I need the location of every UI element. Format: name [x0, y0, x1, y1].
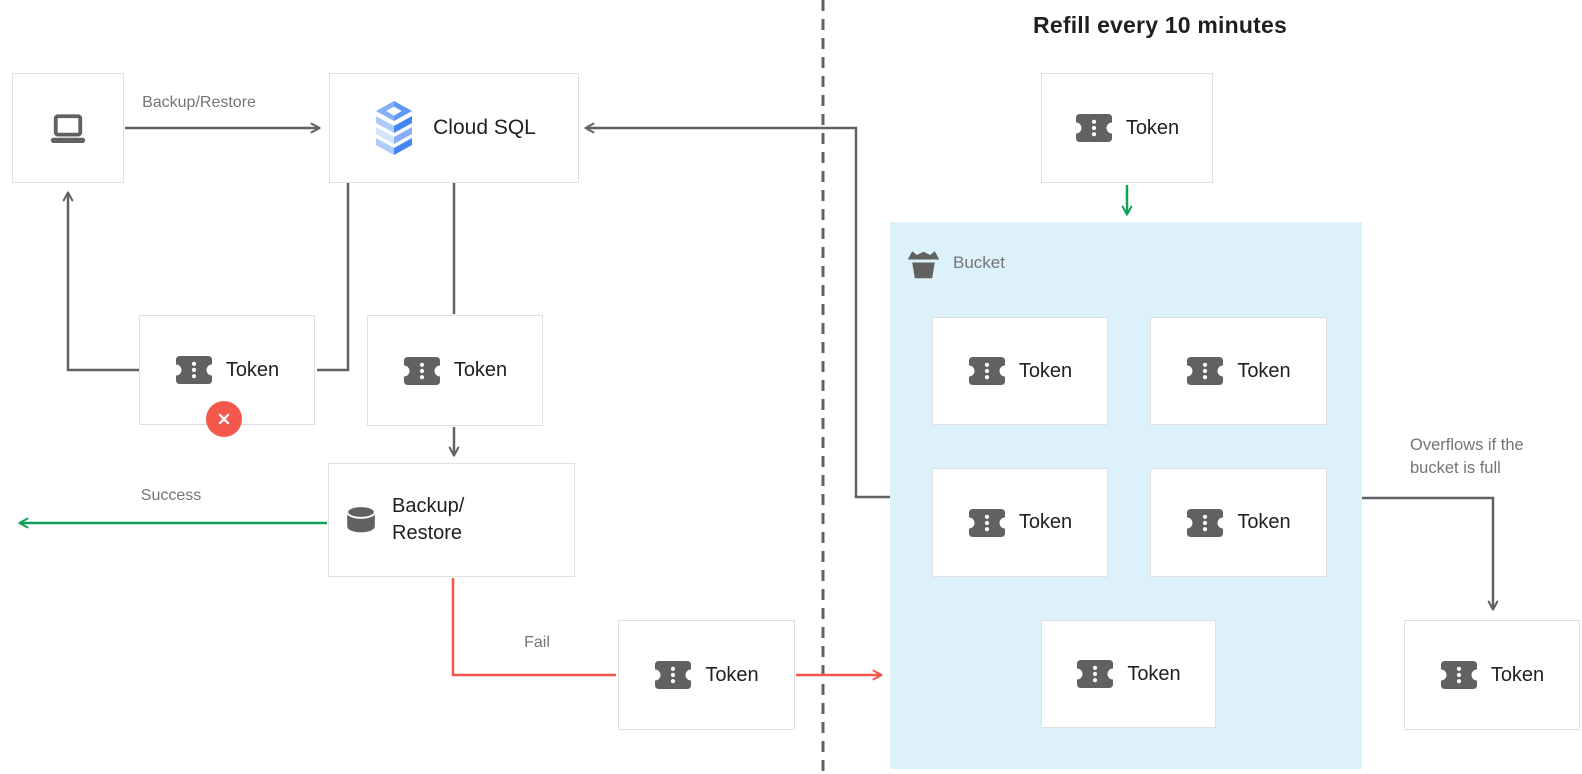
bucket-label: Bucket — [905, 246, 1005, 279]
token-node-bucket-5: Token — [1041, 620, 1216, 728]
token-node-bucket-2: Token — [1150, 317, 1327, 425]
token-ticket-icon — [655, 661, 692, 689]
backup-restore-node: Backup/ Restore — [328, 463, 575, 577]
database-icon — [346, 505, 376, 533]
token-node-queue: Token — [367, 315, 543, 426]
token-label: Token — [1237, 359, 1291, 382]
token-ticket-icon — [403, 356, 440, 385]
token-label: Token — [453, 359, 508, 381]
token-label: Token — [705, 663, 759, 686]
token-label: Token — [1490, 663, 1545, 686]
token-label: Token — [1018, 511, 1073, 533]
cloud-sql-label: Cloud SQL — [433, 116, 536, 139]
backup-restore-label-line1: Backup/ — [392, 495, 465, 517]
token-ticket-icon — [1075, 114, 1112, 142]
token-label: Token — [1127, 662, 1181, 685]
overflow-label: Overflows if the bucket is full — [1410, 434, 1570, 480]
success-label: Success — [140, 487, 202, 504]
overflow-label-line2: bucket is full — [1410, 459, 1501, 477]
backup-restore-label: Backup/ Restore — [392, 493, 464, 547]
arrow-return-token-to-client — [62, 191, 140, 372]
bucket-icon — [907, 251, 940, 279]
arrow-bucket-overflow — [1362, 496, 1499, 611]
token-node-refill: Token — [1041, 73, 1213, 183]
cloud-sql-logo — [376, 101, 413, 155]
token-ticket-icon — [1187, 508, 1224, 537]
token-node-bucket-4: Token — [1150, 468, 1327, 577]
cloud-sql-node: Cloud SQL — [329, 73, 579, 183]
arrow-bucket-to-cloudsql — [584, 122, 890, 499]
line-cloudsql-to-return-token — [317, 183, 350, 372]
fail-label: Fail — [524, 634, 550, 651]
token-ticket-icon — [1440, 661, 1477, 689]
token-ticket-icon — [175, 356, 212, 384]
x-circle-icon — [206, 401, 242, 437]
refill-title: Refill every 10 minutes — [1033, 12, 1287, 38]
token-label: Token — [225, 358, 280, 381]
token-node-bucket-3: Token — [932, 468, 1108, 577]
token-label: Token — [1018, 359, 1073, 382]
token-label: Token — [1237, 511, 1291, 533]
laptop-icon — [50, 113, 86, 143]
line-backup-fail-to-token — [451, 578, 616, 677]
overflow-label-line1: Overflows if the — [1410, 436, 1524, 454]
token-node-overflow: Token — [1404, 620, 1580, 730]
token-ticket-icon — [968, 508, 1005, 537]
token-ticket-icon — [1077, 660, 1114, 688]
token-ticket-icon — [968, 357, 1005, 385]
token-ticket-icon — [1187, 357, 1224, 385]
bucket-label-text: Bucket — [953, 252, 1005, 272]
token-node-bucket-1: Token — [932, 317, 1108, 425]
token-label: Token — [1125, 116, 1180, 139]
backup-restore-arrow-label: Backup/Restore — [142, 94, 256, 111]
backup-restore-label-line2: Restore — [392, 522, 463, 544]
client-node — [12, 73, 124, 183]
token-node-fail: Token — [618, 620, 795, 730]
